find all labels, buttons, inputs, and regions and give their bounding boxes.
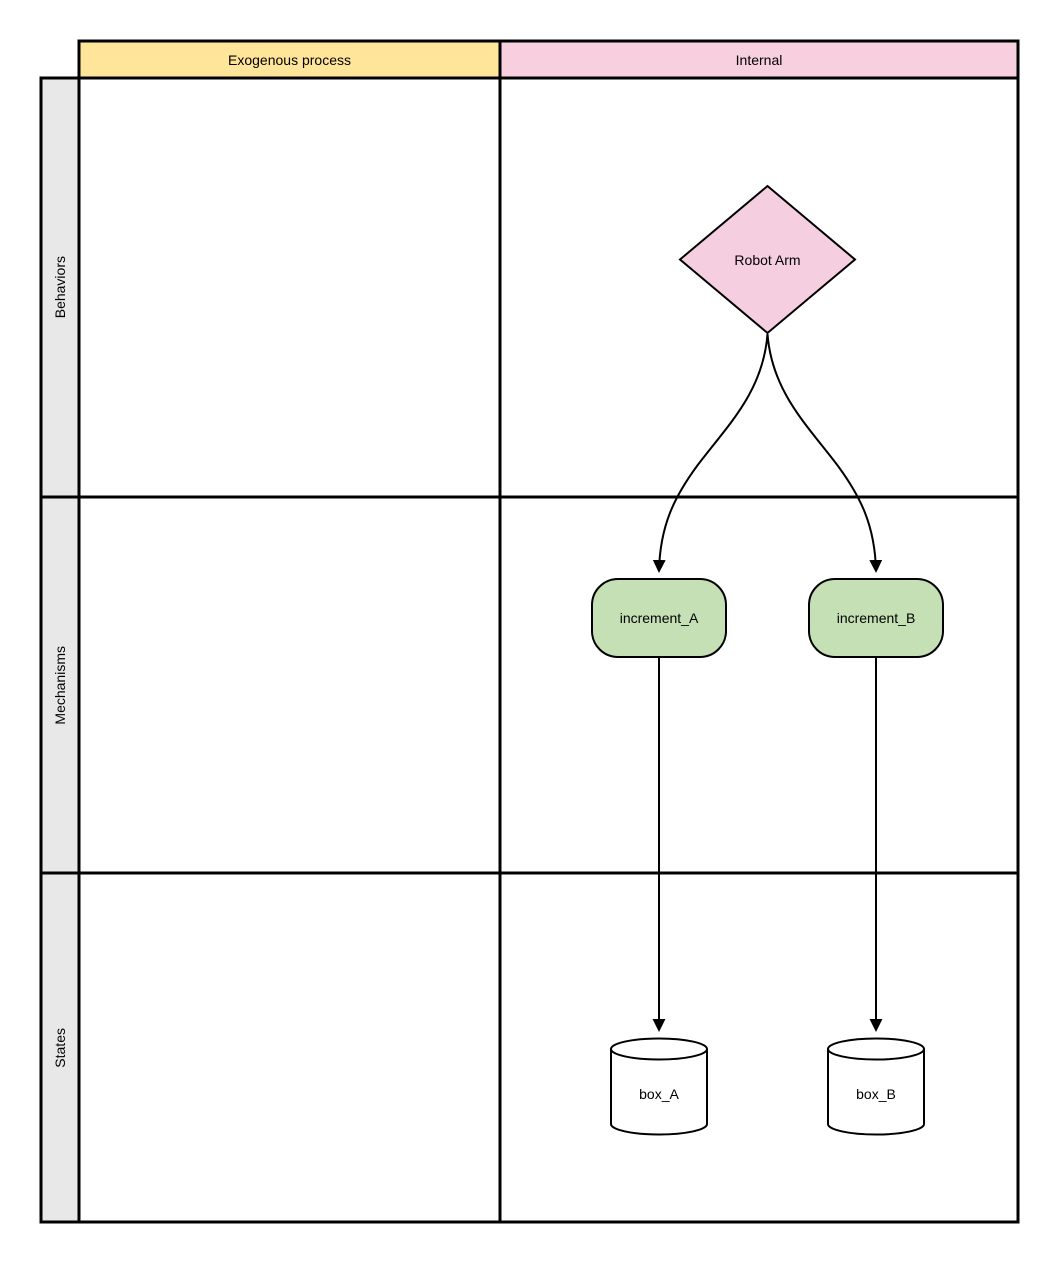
increment-a-node <box>591 578 727 658</box>
cell-states-internal <box>498 871 1020 1224</box>
cell-mechanisms-exogenous <box>77 495 502 875</box>
box-b-cylinder-top <box>827 1037 925 1061</box>
edge-robot-arm-to-increment-a <box>652 333 769 573</box>
robot-arm-diamond <box>678 184 857 335</box>
column-header-cell-internal <box>498 39 1020 80</box>
column-header-cell-exogenous <box>77 39 502 80</box>
row-header-cell-mechanisms <box>39 495 81 875</box>
cell-states-exogenous <box>77 871 502 1224</box>
row-header-cell-behaviors <box>39 76 81 499</box>
cell-behaviors-exogenous <box>77 76 502 499</box>
box-b-cylinder-body <box>827 1049 925 1136</box>
edge-robot-arm-to-increment-b <box>766 333 883 573</box>
row-header-cell-states <box>39 871 81 1224</box>
cell-mechanisms-internal <box>498 495 1020 875</box>
box-a-cylinder-top <box>610 1037 708 1061</box>
increment-b-node <box>808 578 944 658</box>
box-a-cylinder-body <box>610 1049 708 1136</box>
